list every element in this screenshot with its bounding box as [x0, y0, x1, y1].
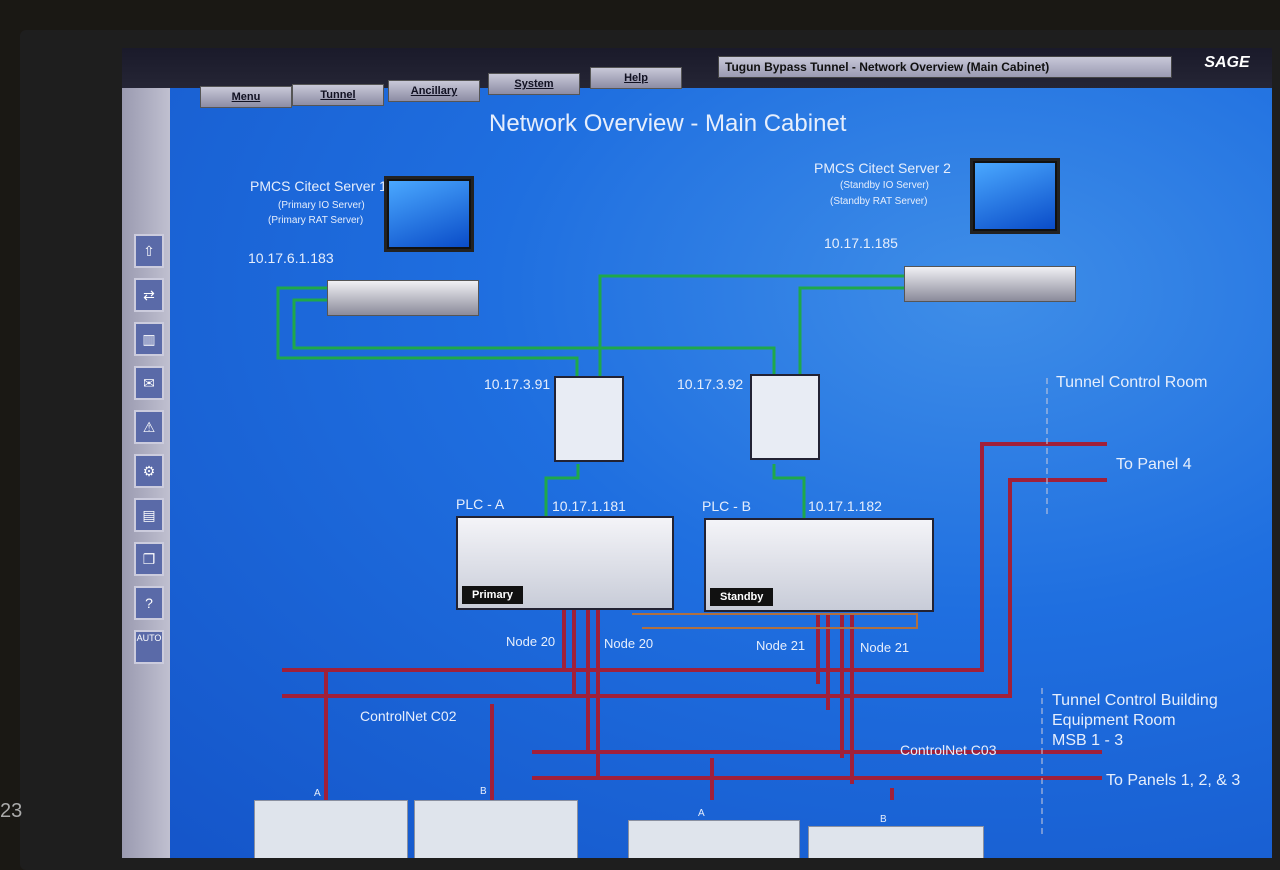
help-icon[interactable]: ? — [134, 586, 164, 620]
drop — [816, 614, 854, 784]
plc-a-ip: 10.17.1.181 — [552, 498, 626, 514]
eth-link — [772, 464, 806, 518]
eth-link — [544, 464, 580, 516]
node-label: Node 20 — [506, 634, 556, 649]
drop-b-label: B — [480, 786, 487, 797]
to-panel-4-label: To Panel 4 — [1116, 456, 1192, 473]
controlnet-c02 — [282, 478, 1107, 698]
server2-role2: (Standby RAT Server) — [830, 196, 928, 207]
remote-io-rack[interactable] — [254, 800, 408, 858]
server1-name: PMCS Citect Server 1 — [250, 178, 387, 194]
help-button[interactable]: Help — [590, 67, 682, 89]
server2-chassis[interactable] — [904, 266, 1076, 302]
node-label: Node 21 — [756, 638, 806, 653]
drop-a-label: A — [314, 788, 321, 799]
redundancy-link — [632, 613, 918, 629]
auto-icon[interactable]: AUTO — [134, 630, 164, 664]
drop — [562, 610, 600, 778]
server2-ip: 10.17.1.185 — [824, 235, 898, 251]
report-icon[interactable]: ▤ — [134, 498, 164, 532]
controlnet-c02 — [282, 442, 1107, 672]
remote-io-rack[interactable] — [414, 800, 578, 858]
switch2-ip: 10.17.3.92 — [677, 376, 744, 392]
sage-logo: SAGE — [1204, 54, 1250, 71]
server2-role1: (Standby IO Server) — [840, 180, 929, 191]
server2-name: PMCS Citect Server 2 — [814, 160, 951, 176]
plc-a-name: PLC - A — [456, 496, 505, 512]
drop — [324, 670, 894, 800]
scada-screen: Menu Tunnel Ancillary System Help Tugun … — [122, 48, 1272, 858]
auto-label: AUTO — [136, 633, 162, 643]
network-lines — [276, 274, 1107, 838]
node-label: Node 20 — [604, 636, 654, 651]
server1-ip: 10.17.6.1.183 — [248, 250, 334, 266]
controlnet-c02-label: ControlNet C02 — [360, 708, 457, 724]
eth-link — [292, 298, 776, 378]
trash-icon[interactable]: ▥ — [134, 322, 164, 356]
tunnel-control-room-label: Tunnel Control Room — [1056, 374, 1208, 391]
transfer-icon[interactable]: ⇄ — [134, 278, 164, 312]
server2-monitor[interactable] — [970, 158, 1060, 234]
eth-link — [598, 274, 905, 378]
menu-button[interactable]: Menu — [200, 86, 292, 108]
equipment-room-label: Equipment Room — [1052, 712, 1176, 729]
home-icon[interactable]: ⇧ — [134, 234, 164, 268]
menu-bar: Menu Tunnel Ancillary System Help Tugun … — [122, 48, 1272, 108]
drop-a-label: A — [698, 808, 705, 819]
pages-icon[interactable]: ❐ — [134, 542, 164, 576]
window-title: Tugun Bypass Tunnel - Network Overview (… — [718, 56, 1172, 78]
bezel-number: 23 — [0, 800, 23, 822]
alarm-icon[interactable]: ✉ — [134, 366, 164, 400]
to-panels-label: To Panels 1, 2, & 3 — [1106, 772, 1241, 789]
system-button[interactable]: System — [488, 73, 580, 95]
switch1-ip: 10.17.3.91 — [484, 376, 551, 392]
remote-io-rack[interactable] — [628, 820, 800, 858]
server1-monitor[interactable] — [384, 176, 474, 252]
plc-b-name: PLC - B — [702, 498, 752, 514]
plc-b-label: Standby — [710, 588, 774, 606]
drop-b-label: B — [880, 814, 887, 825]
controlnet-c03-label: ControlNet C03 — [900, 742, 997, 758]
switch1[interactable] — [554, 376, 624, 462]
msb-label: MSB 1 - 3 — [1052, 732, 1124, 749]
remote-io-rack[interactable] — [808, 826, 984, 858]
server1-role1: (Primary IO Server) — [278, 200, 365, 211]
tunnel-button[interactable]: Tunnel — [292, 84, 384, 106]
server1-role2: (Primary RAT Server) — [268, 215, 364, 226]
switch2[interactable] — [750, 374, 820, 460]
left-toolbar: ⇧ ⇄ ▥ ✉ ⚠ ⚙ ▤ ❐ ? AUTO — [122, 88, 170, 858]
ancillary-button[interactable]: Ancillary — [388, 80, 480, 102]
tools-icon[interactable]: ⚙ — [134, 454, 164, 488]
server1-chassis[interactable] — [327, 280, 479, 316]
eth-link — [798, 286, 905, 378]
plc-a-label: Primary — [462, 586, 523, 604]
node-label: Node 21 — [860, 640, 910, 655]
eth-link — [276, 286, 579, 378]
plc-b-rack[interactable]: Standby — [704, 518, 934, 612]
warning-icon[interactable]: ⚠ — [134, 410, 164, 444]
plc-b-ip: 10.17.1.182 — [808, 498, 882, 514]
tcb-label: Tunnel Control Building — [1052, 692, 1218, 709]
plc-a-rack[interactable]: Primary — [456, 516, 674, 610]
page-title: Network Overview - Main Cabinet — [489, 110, 847, 137]
